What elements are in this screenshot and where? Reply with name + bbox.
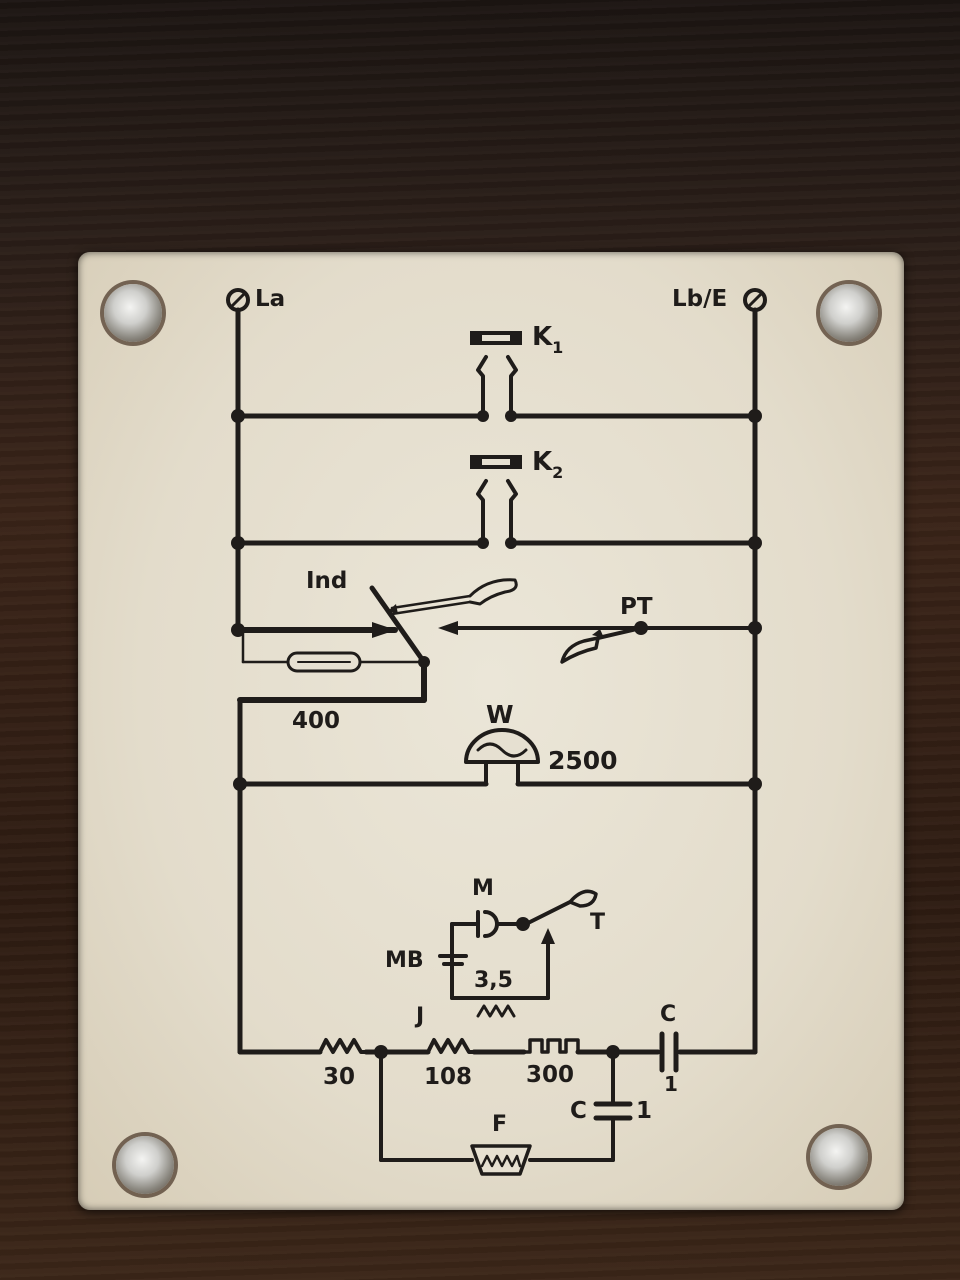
ind-label: Ind — [306, 568, 348, 594]
junctions-k2 — [231, 536, 762, 550]
c-series-label: C — [660, 1002, 677, 1027]
r108-label: 108 — [424, 1064, 473, 1090]
w-indicator — [237, 728, 758, 787]
terminal-la-label: La — [255, 286, 286, 312]
m-label: M — [472, 876, 494, 901]
terminal-lb-label: Lb/E — [672, 286, 728, 312]
screw-top-right — [820, 284, 878, 342]
t-label: T — [590, 910, 606, 935]
fuse-400 — [286, 651, 362, 673]
c-shunt-value: 1 — [636, 1098, 653, 1124]
bottom-chain — [237, 1031, 758, 1073]
screw-bottom-right — [810, 1128, 868, 1186]
junctions-k1 — [231, 409, 762, 423]
motor-timer — [438, 889, 598, 1018]
w-label: W — [486, 700, 514, 729]
k1-label: K1 — [532, 322, 564, 357]
terminal-lb — [743, 288, 767, 312]
c-shunt-label: C — [570, 1098, 587, 1124]
pt-switch — [438, 621, 757, 664]
mb-label: MB — [385, 948, 424, 973]
key-k1 — [470, 331, 522, 418]
c-series-value: 1 — [664, 1072, 678, 1096]
f-label: F — [492, 1112, 508, 1137]
mb-value-label: 3,5 — [474, 968, 513, 993]
screw-top-left — [104, 284, 162, 342]
r300-label: 300 — [526, 1062, 575, 1088]
screw-bottom-left — [116, 1136, 174, 1194]
w2500-label: 2500 — [548, 746, 618, 775]
thermal-link — [388, 578, 518, 616]
lower-loop — [379, 1050, 633, 1176]
j-label: J — [416, 1004, 425, 1029]
ind-switch — [235, 585, 427, 1055]
k2-label: K2 — [532, 447, 564, 482]
r30-label: 30 — [323, 1064, 356, 1090]
key-k2 — [470, 455, 522, 545]
r400-label: 400 — [292, 708, 341, 734]
pt-label: PT — [620, 594, 653, 620]
terminal-la — [226, 288, 250, 312]
